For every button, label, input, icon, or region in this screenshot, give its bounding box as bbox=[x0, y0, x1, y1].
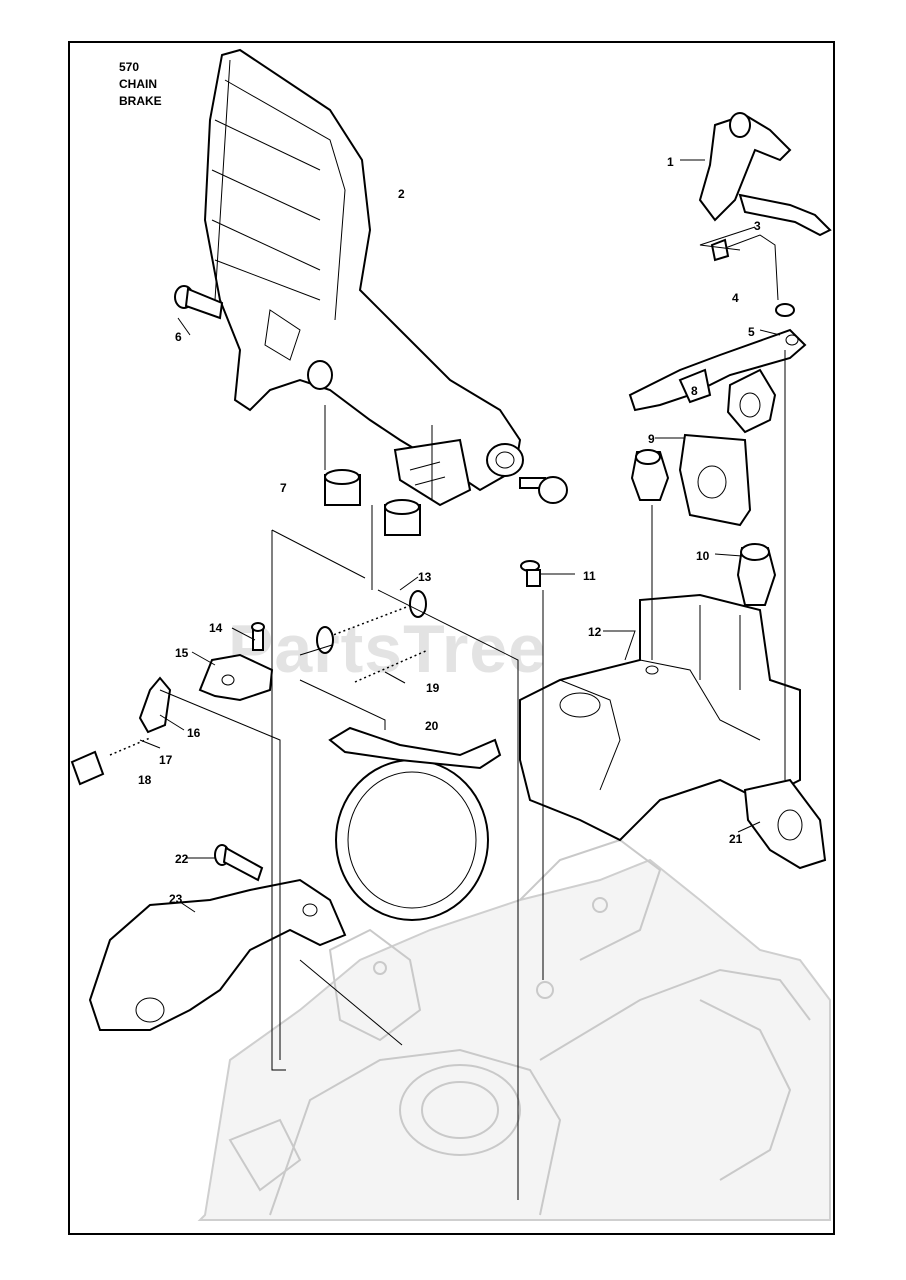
part-17-spring bbox=[109, 737, 151, 756]
pivot-bolt bbox=[519, 476, 568, 504]
callout-8: 8 bbox=[691, 384, 698, 398]
callout-5: 5 bbox=[748, 325, 755, 339]
part-9-plate bbox=[678, 433, 752, 527]
title-line-chain: CHAIN bbox=[119, 77, 157, 91]
callout-19: 19 bbox=[426, 681, 440, 695]
callout-9: 9 bbox=[648, 432, 655, 446]
callout-2: 2 bbox=[398, 187, 405, 201]
part-11-screw bbox=[520, 560, 541, 587]
part-19-spring bbox=[354, 649, 429, 683]
part-22-bolt bbox=[214, 844, 264, 882]
part-12-housing bbox=[519, 593, 801, 842]
part-1-lever bbox=[698, 112, 832, 237]
part-7-bushings bbox=[324, 469, 421, 536]
callout-4: 4 bbox=[732, 291, 739, 305]
callout-20: 20 bbox=[425, 719, 439, 733]
callout-13: 13 bbox=[418, 570, 432, 584]
part-15-trigger bbox=[198, 653, 274, 702]
callout-10: 10 bbox=[696, 549, 710, 563]
part-10-damper-right bbox=[736, 543, 777, 606]
callout-18: 18 bbox=[138, 773, 152, 787]
leader-lines bbox=[139, 159, 786, 1200]
title-line-brake: BRAKE bbox=[119, 94, 162, 108]
callout-16: 16 bbox=[187, 726, 201, 740]
diagram-title: 570 CHAIN BRAKE bbox=[119, 59, 162, 110]
part-5-link-arm bbox=[628, 328, 807, 412]
part-4-washer bbox=[775, 303, 795, 317]
callout-15: 15 bbox=[175, 646, 189, 660]
part-3-spring-wire bbox=[710, 234, 779, 301]
part-21-sleeve bbox=[743, 778, 827, 870]
callout-labels: 1 2 3 4 5 6 7 8 9 10 11 12 13 14 15 16 1… bbox=[138, 155, 761, 906]
callout-11: 11 bbox=[583, 569, 596, 583]
part-14-pin bbox=[251, 622, 265, 651]
callout-1: 1 bbox=[667, 155, 674, 169]
title-model: 570 bbox=[119, 60, 140, 74]
callout-21: 21 bbox=[729, 832, 743, 846]
crankcase-ghost bbox=[197, 838, 831, 1221]
callout-6: 6 bbox=[175, 330, 182, 344]
callout-7: 7 bbox=[280, 481, 287, 495]
callout-12: 12 bbox=[588, 625, 602, 639]
part-8-sleeve bbox=[726, 368, 777, 434]
part-6-bolt bbox=[174, 285, 224, 320]
part-18-block bbox=[70, 750, 105, 786]
watermark-text: PartsTree bbox=[228, 611, 547, 687]
callout-22: 22 bbox=[175, 852, 189, 866]
part-16-latch bbox=[138, 676, 172, 734]
callout-17: 17 bbox=[159, 753, 173, 767]
part-damper-left bbox=[630, 449, 670, 501]
part-20-brake-band bbox=[328, 726, 502, 921]
callout-3: 3 bbox=[754, 219, 761, 233]
callout-23: 23 bbox=[169, 892, 183, 906]
part-2-hand-guard bbox=[203, 48, 524, 507]
part-13-spring bbox=[299, 590, 427, 656]
diagram-frame bbox=[68, 41, 835, 1235]
callout-14: 14 bbox=[209, 621, 223, 635]
